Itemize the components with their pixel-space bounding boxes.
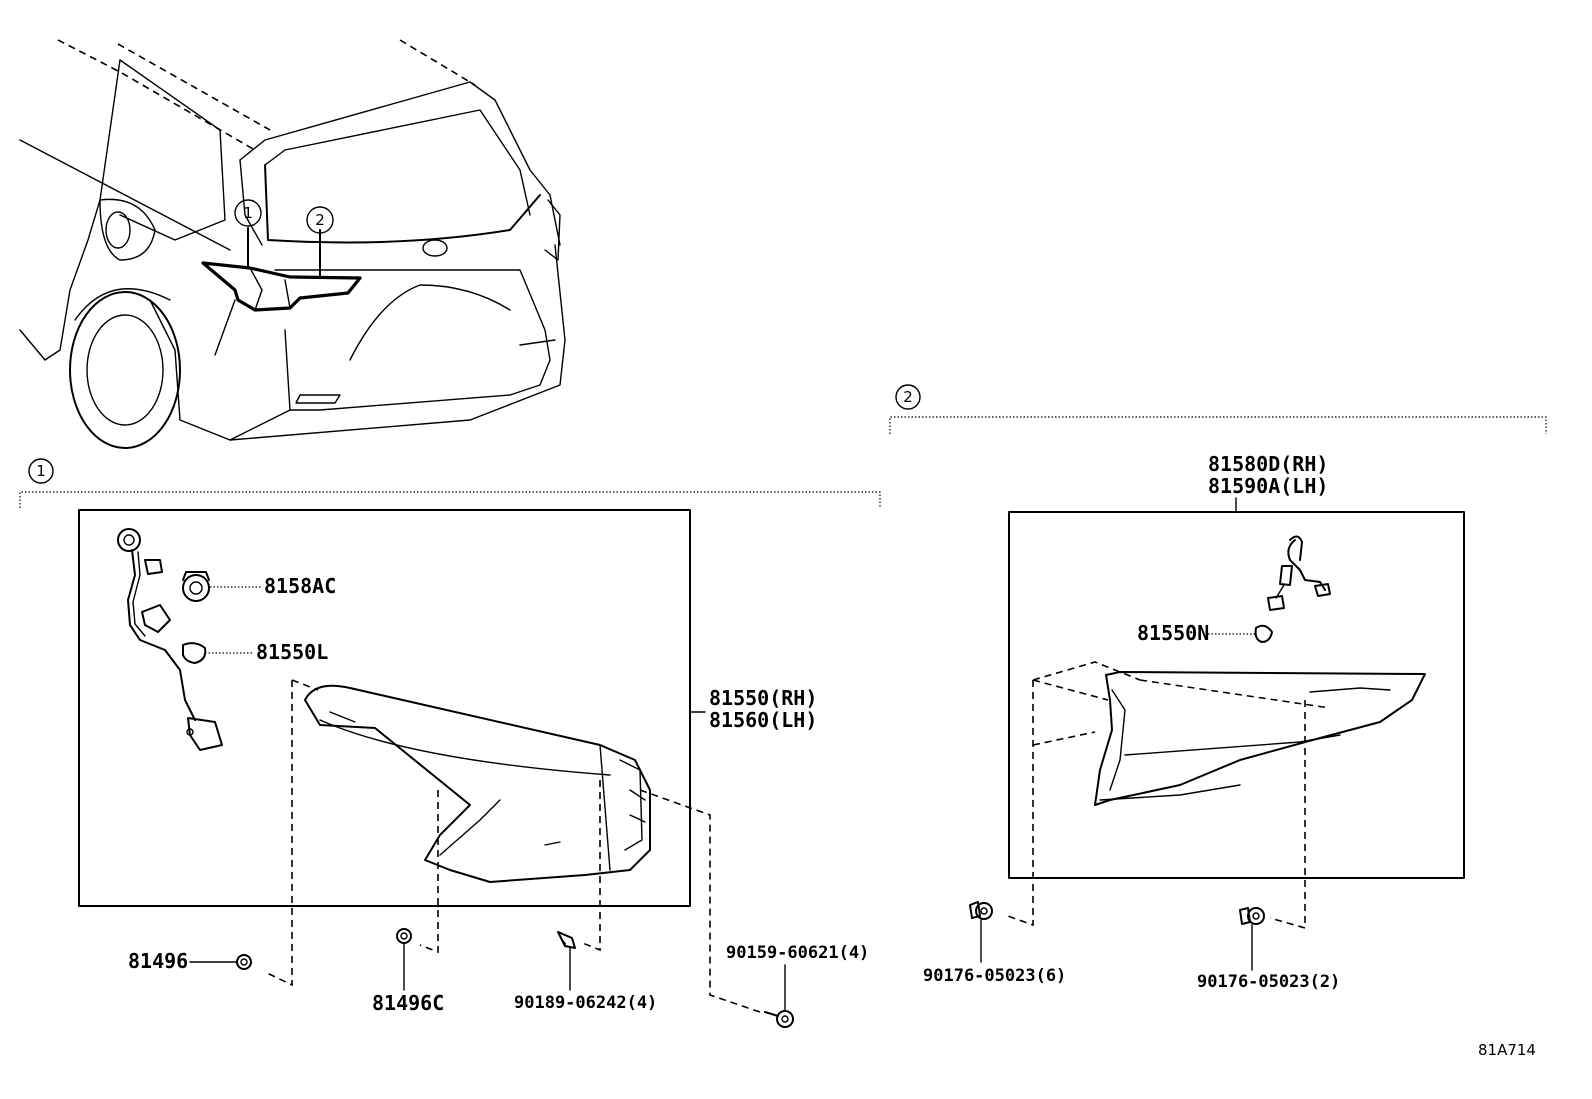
nut-81496c bbox=[396, 928, 412, 944]
label-90176-6: 90176-05023(6) bbox=[923, 966, 1066, 986]
svg-text:1: 1 bbox=[243, 204, 253, 222]
screw-90176-2 bbox=[1239, 907, 1265, 925]
svg-text:2: 2 bbox=[903, 388, 913, 406]
label-81496c: 81496C bbox=[372, 991, 444, 1015]
bulb-81550l bbox=[182, 642, 207, 664]
screw-90176-6 bbox=[969, 901, 993, 920]
label-81590a-lh: 81590A(LH) bbox=[1208, 474, 1328, 498]
screw-90189 bbox=[557, 931, 576, 949]
screw-90159 bbox=[764, 1010, 794, 1028]
label-81496: 81496 bbox=[128, 949, 188, 973]
illustration-code: 81A714 bbox=[1478, 1041, 1536, 1059]
label-8158ac: 8158AC bbox=[264, 574, 336, 598]
rear-combination-lamp bbox=[304, 684, 651, 883]
svg-text:2: 2 bbox=[315, 211, 325, 229]
callout-1-vehicle: 1 bbox=[234, 199, 262, 227]
section-1-assembly-box bbox=[78, 509, 691, 907]
callout-2-vehicle: 2 bbox=[306, 206, 334, 234]
label-90159: 90159-60621(4) bbox=[726, 943, 869, 963]
section-1-bracket bbox=[19, 491, 881, 508]
wiring-harness-1 bbox=[117, 528, 223, 751]
bulb-81550n bbox=[1254, 624, 1273, 643]
label-90176-2: 90176-05023(2) bbox=[1197, 972, 1340, 992]
label-81580d-rh: 81580D(RH) bbox=[1208, 452, 1328, 476]
nut-81496 bbox=[236, 954, 252, 970]
label-81550l: 81550L bbox=[256, 640, 328, 664]
callout-2-section: 2 bbox=[895, 384, 921, 410]
inner-rear-lamp bbox=[1094, 671, 1426, 806]
label-81550-rh: 81550(RH) bbox=[709, 686, 817, 710]
svg-text:1: 1 bbox=[36, 462, 46, 480]
wiring-harness-2 bbox=[1267, 535, 1331, 611]
label-81560-lh: 81560(LH) bbox=[709, 708, 817, 732]
vehicle-rear-view bbox=[19, 39, 566, 449]
label-81550n: 81550N bbox=[1137, 621, 1209, 645]
label-90189: 90189-06242(4) bbox=[514, 993, 657, 1013]
section-2-bracket bbox=[889, 416, 1547, 434]
callout-1-section: 1 bbox=[28, 458, 54, 484]
socket-8158ac bbox=[182, 571, 210, 602]
